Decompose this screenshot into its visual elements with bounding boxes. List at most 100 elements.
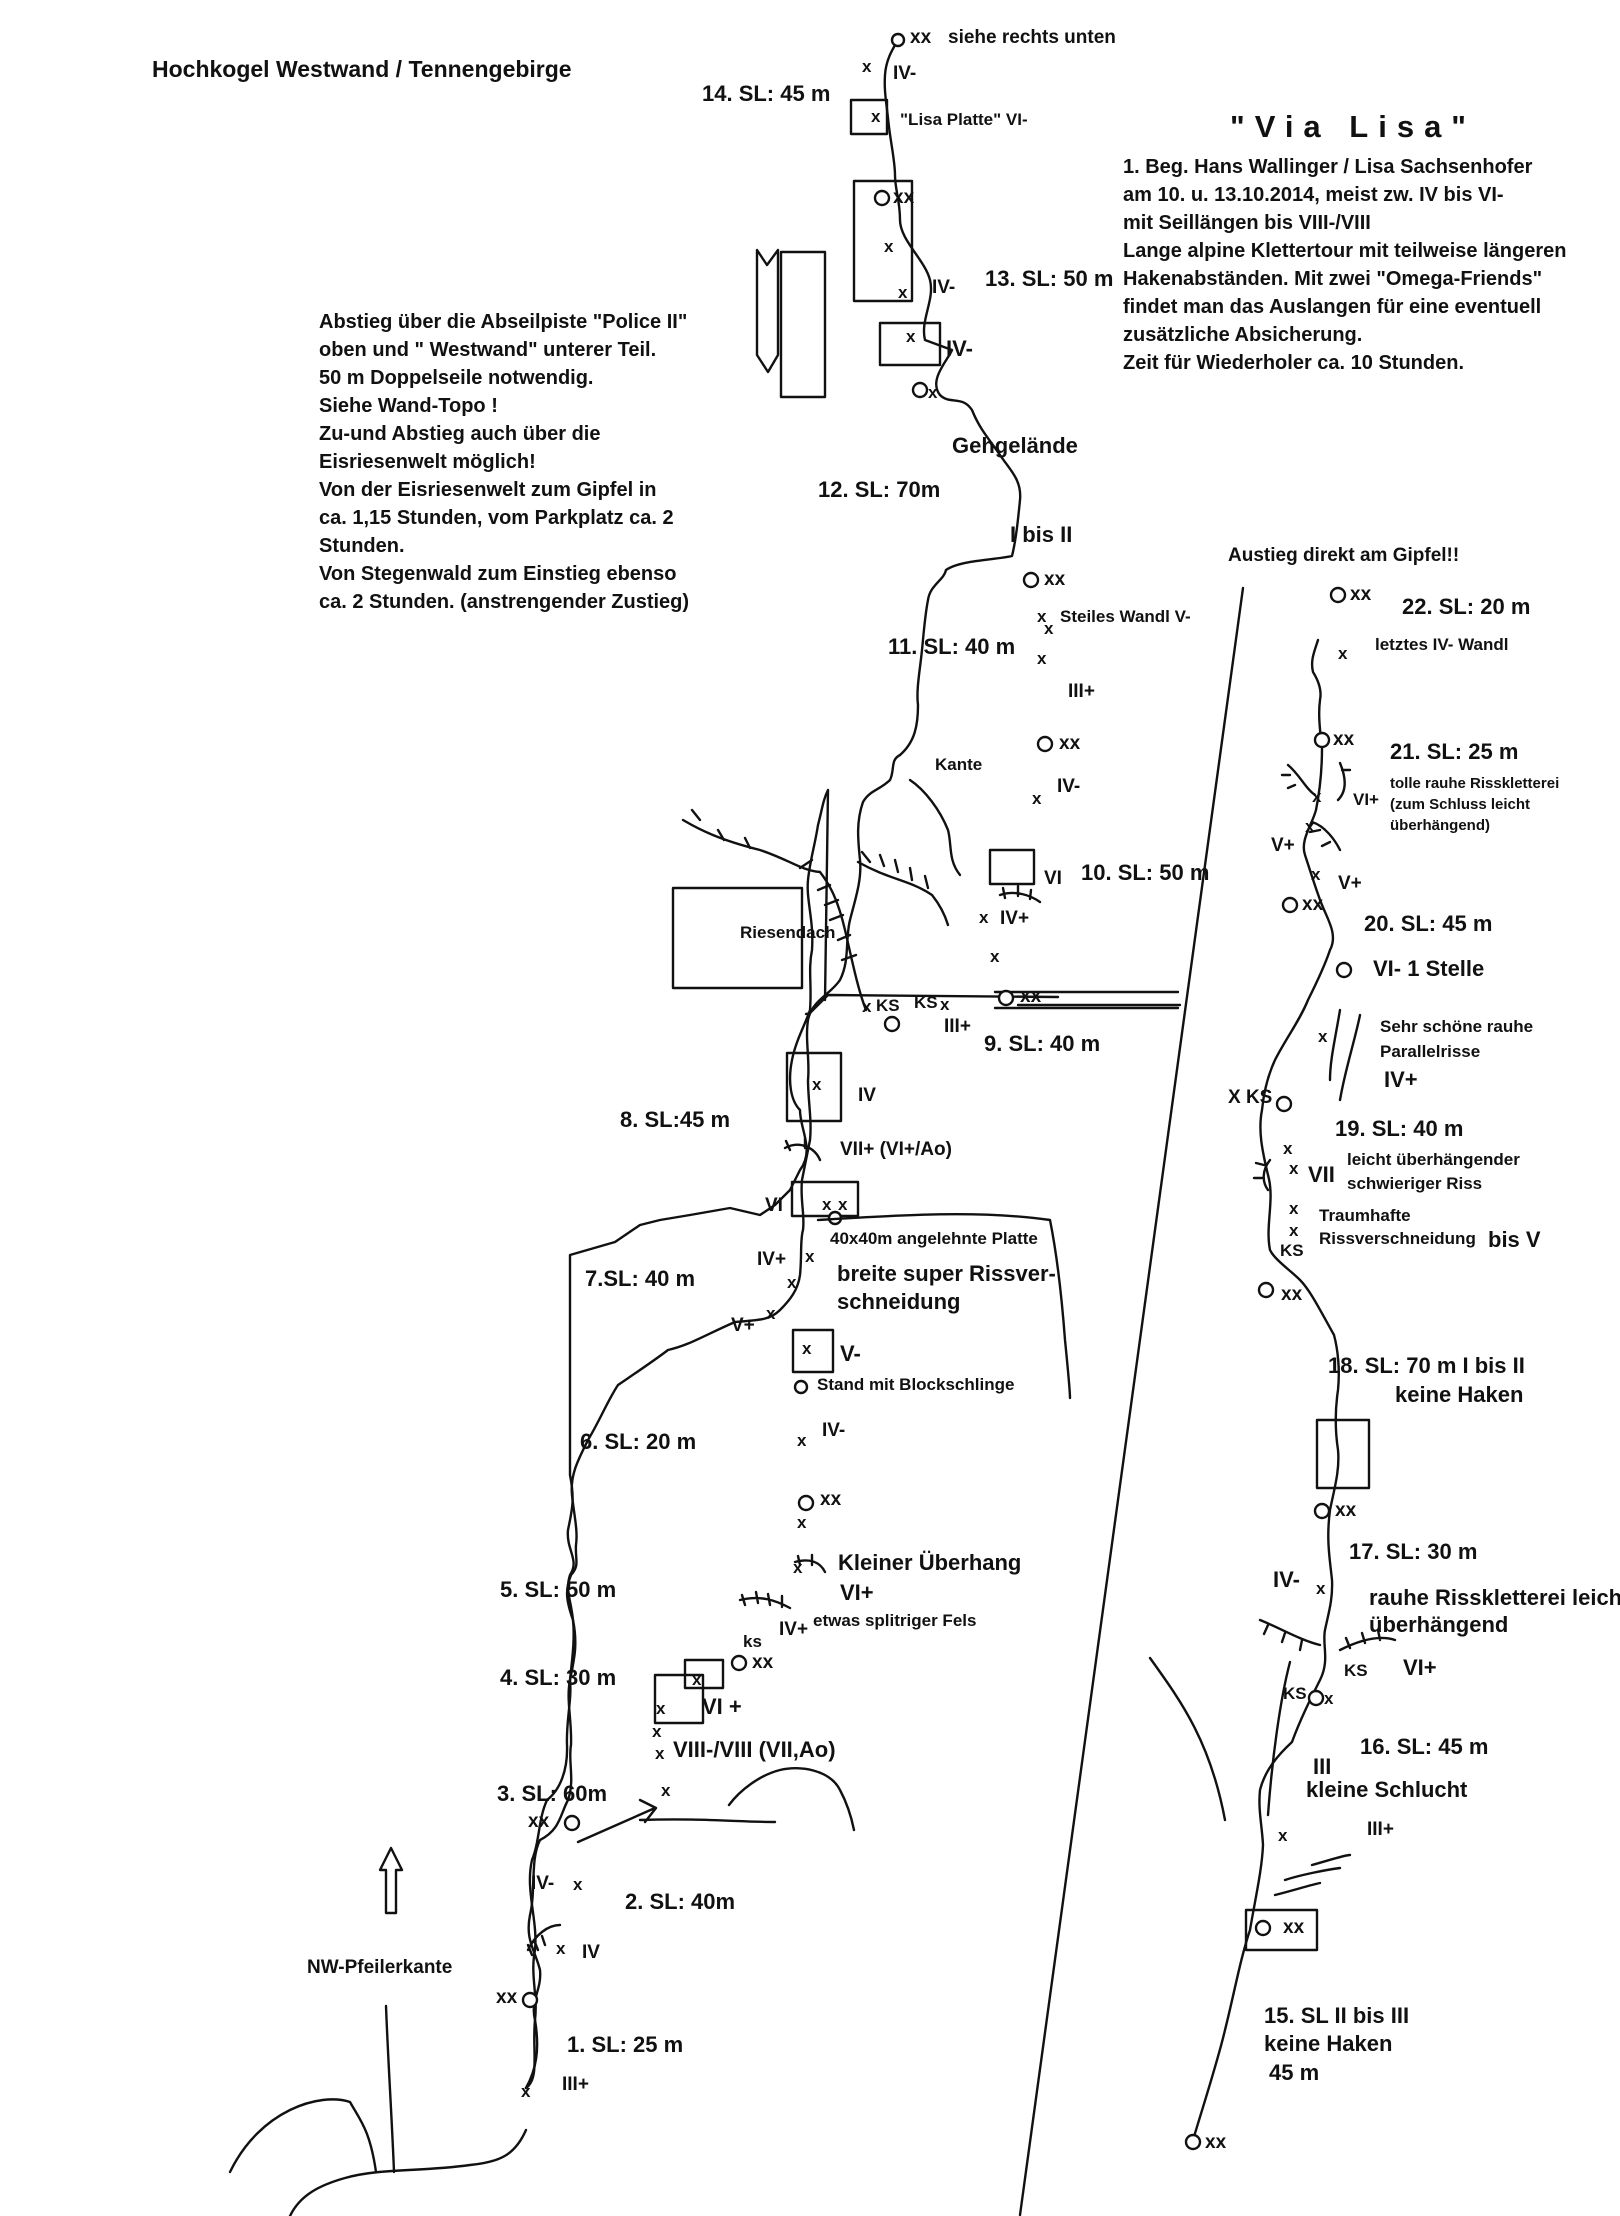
grade-label: IV+: [779, 1619, 809, 1640]
pitch-label-18: 18. SL: 70 m I bis II: [1328, 1353, 1525, 1378]
bolt-mark: x: [1289, 1221, 1299, 1240]
divider-line: [1018, 586, 1245, 2216]
note-stand: Stand mit Blockschlinge: [817, 1375, 1015, 1394]
station-mark: xx: [1044, 569, 1066, 590]
station-mark: KS: [1280, 1241, 1304, 1260]
descent-line: Zu-und Abstieg auch über die: [319, 423, 601, 445]
box-8: [785, 1051, 843, 1123]
bolt-mark: x: [652, 1722, 662, 1741]
note-breite: breite super Rissver-: [837, 1261, 1056, 1286]
station-mark: xx: [893, 187, 915, 208]
pitch-label-19: 19. SL: 40 m: [1335, 1116, 1464, 1141]
station-mark: xx: [1350, 584, 1372, 605]
bolt-mark: x: [805, 1247, 815, 1266]
kante-hatch: [860, 850, 930, 890]
grade-label: IV-: [1273, 1567, 1300, 1592]
pitch-label-2: 2. SL: 40m: [625, 1889, 736, 1914]
note-letztes-wandl: letztes IV- Wandl: [1375, 635, 1509, 654]
bolt-mark: x: [797, 1431, 807, 1450]
station-mark: xx: [1335, 1500, 1357, 1521]
pfeiler-line: [384, 2004, 396, 2174]
note-parallelrisse: Parallelrisse: [1380, 1042, 1481, 1061]
pitch-label-14: 14. SL: 45 m: [702, 81, 831, 106]
grade-label: IV: [858, 1085, 876, 1106]
grade-label: IV+: [1384, 1067, 1418, 1092]
grade-label: IV-: [1057, 776, 1081, 797]
riesendach-box: [671, 886, 804, 990]
box-13: [852, 179, 914, 303]
note-siehe: siehe rechts unten: [948, 27, 1116, 48]
station-mark: KS: [1283, 1684, 1307, 1703]
box-15: [1244, 1908, 1319, 1952]
note-parallelrisse: Sehr schöne rauhe: [1380, 1017, 1534, 1036]
terrain-gully: [1148, 1656, 1292, 1822]
info-line: am 10. u. 13.10.2014, meist zw. IV bis V…: [1123, 184, 1504, 206]
grade-label: IV-: [531, 1873, 555, 1894]
note-rissverschneidung: Rissverschneidung: [1319, 1229, 1476, 1248]
grade-label: VI: [765, 1195, 783, 1216]
terrain-ridge: [727, 1767, 856, 1832]
bolt-mark: x: [906, 327, 916, 346]
grade-label: III+: [944, 1016, 971, 1037]
bolt-mark: x: [898, 283, 908, 302]
grade-label: IV-: [893, 63, 917, 84]
station-mark: xx: [1205, 2132, 1227, 2153]
bolt-mark: x: [1037, 607, 1047, 626]
bolt-mark: x: [940, 995, 950, 1014]
bolt-mark: x: [862, 57, 872, 76]
grade-label: bis V: [1488, 1227, 1541, 1252]
note-gehgelaende: Gehgelände: [952, 433, 1078, 458]
bolt-mark: x: [573, 1875, 583, 1894]
pitch-label-13: 13. SL: 50 m: [985, 266, 1114, 291]
note-lisa-platte: "Lisa Platte" VI-: [900, 110, 1028, 129]
kante-curve: [908, 778, 962, 877]
station-mark: xx: [1283, 1917, 1305, 1938]
bolt-mark: x: [979, 908, 989, 927]
station-mark: xx: [1059, 733, 1081, 754]
grade-label: III+: [1367, 1819, 1394, 1840]
grade-label: V+: [731, 1315, 755, 1336]
bolt-mark: x: [656, 1699, 666, 1718]
box-7b: [791, 1328, 835, 1374]
bolt-mark: x: [1318, 1027, 1328, 1046]
pitch-15-note: keine Haken: [1264, 2031, 1393, 2056]
station-mark: xx: [1281, 1284, 1303, 1305]
info-line: Hakenabständen. Mit zwei "Omega-Friends": [1123, 268, 1543, 290]
grade-label: VI+: [1403, 1655, 1437, 1680]
bolt-mark: x: [521, 2082, 531, 2101]
descent-line: ca. 2 Stunden. (anstrengender Zustieg): [319, 591, 690, 613]
note-platte: 40x40m angelehnte Platte: [830, 1229, 1038, 1248]
bolt-mark: x: [1289, 1159, 1299, 1178]
station-mark: X KS: [1228, 1087, 1273, 1108]
grade-label: IV+: [757, 1249, 787, 1270]
pitch-label-12: 12. SL: 70m: [818, 477, 941, 502]
info-line: Zeit für Wiederholer ca. 10 Stunden.: [1123, 352, 1464, 374]
pitch-label-11: 11. SL: 40 m: [888, 634, 1016, 659]
station-mark: KS: [1344, 1661, 1368, 1680]
note-splittrig: etwas splitriger Fels: [813, 1611, 977, 1630]
pitch-label-21: 21. SL: 25 m: [1390, 739, 1519, 764]
pitch-label-1: 1. SL: 25 m: [567, 2032, 684, 2057]
bolt-mark: x: [1305, 817, 1315, 836]
terrain-step: [638, 1818, 777, 1824]
grade-label: III+: [1068, 681, 1095, 702]
bolt-mark: x: [990, 947, 1000, 966]
note-riss: leicht überhängender: [1347, 1150, 1520, 1169]
grade-label: I bis II: [1010, 522, 1073, 547]
bolt-mark: x: [1032, 789, 1042, 808]
station-mark: xx: [1020, 986, 1042, 1007]
pitch-label-10: 10. SL: 50 m: [1081, 860, 1210, 885]
grade-label: VII: [1308, 1162, 1335, 1187]
grade-label: IV-: [946, 336, 973, 361]
pitch-label-3: 3. SL: 60m: [497, 1781, 608, 1806]
grade-label: IV+: [1000, 908, 1030, 929]
bolt-mark: x: [838, 1195, 848, 1214]
pitch-label-9: 9. SL: 40 m: [984, 1031, 1101, 1056]
grade-label: V+: [1338, 873, 1362, 894]
station-mark: KS: [914, 993, 938, 1012]
bolt-mark: x: [793, 1558, 803, 1577]
route-line-right: [1191, 638, 1340, 2142]
grade-label: V-: [840, 1341, 861, 1366]
descent-info-block: Abstieg über die Abseilpiste "Police II"…: [319, 308, 689, 616]
